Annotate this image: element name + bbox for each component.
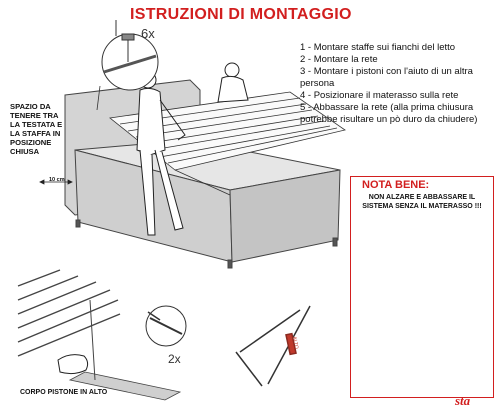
warning-panel [350, 176, 494, 398]
person-woman-drawing [217, 62, 249, 103]
instruction-steps: 1 - Montare staffe sui fianchi del letto… [300, 42, 496, 126]
warning-text: NON ALZARE E ABBASSARE IL SISTEMA SENZA … [362, 194, 482, 210]
warning-title: NOTA BENE: [362, 179, 430, 191]
slat-detail-drawing [17, 269, 182, 401]
piston-quantity: 2x [168, 352, 181, 366]
bracket-leader-line [96, 85, 101, 111]
step-4: 4 - Posizionare il materasso sulla rete [300, 90, 459, 101]
step-3: 3 - Montare i pistoni con l'aiuto di un … [300, 66, 473, 89]
bracket-quantity: 6x [141, 26, 155, 41]
step-5: 5 - Abbassare la rete (alla prima chiusu… [300, 102, 478, 125]
page-title: ISTRUZIONI DI MONTAGGIO [130, 6, 352, 23]
piston-assembly-drawing [235, 305, 311, 387]
piston-detail-circle [145, 305, 187, 347]
step-1: 1 - Montare staffe sui fianchi del letto [300, 42, 456, 53]
bracket-detail-circle [101, 33, 159, 91]
step-2: 2 - Montare la rete [300, 54, 378, 65]
piston-label: CORPO PISTONE IN ALTO [20, 389, 108, 396]
brand-logo: sta [455, 393, 471, 408]
hand-drawing [57, 354, 89, 375]
clearance-note: SPAZIO DA TENERE TRA LA TESTATA E LA STA… [10, 102, 63, 156]
measure-arrow [39, 179, 73, 185]
clearance-measure: 10 cm [49, 177, 65, 183]
person-man-drawing [136, 71, 186, 236]
